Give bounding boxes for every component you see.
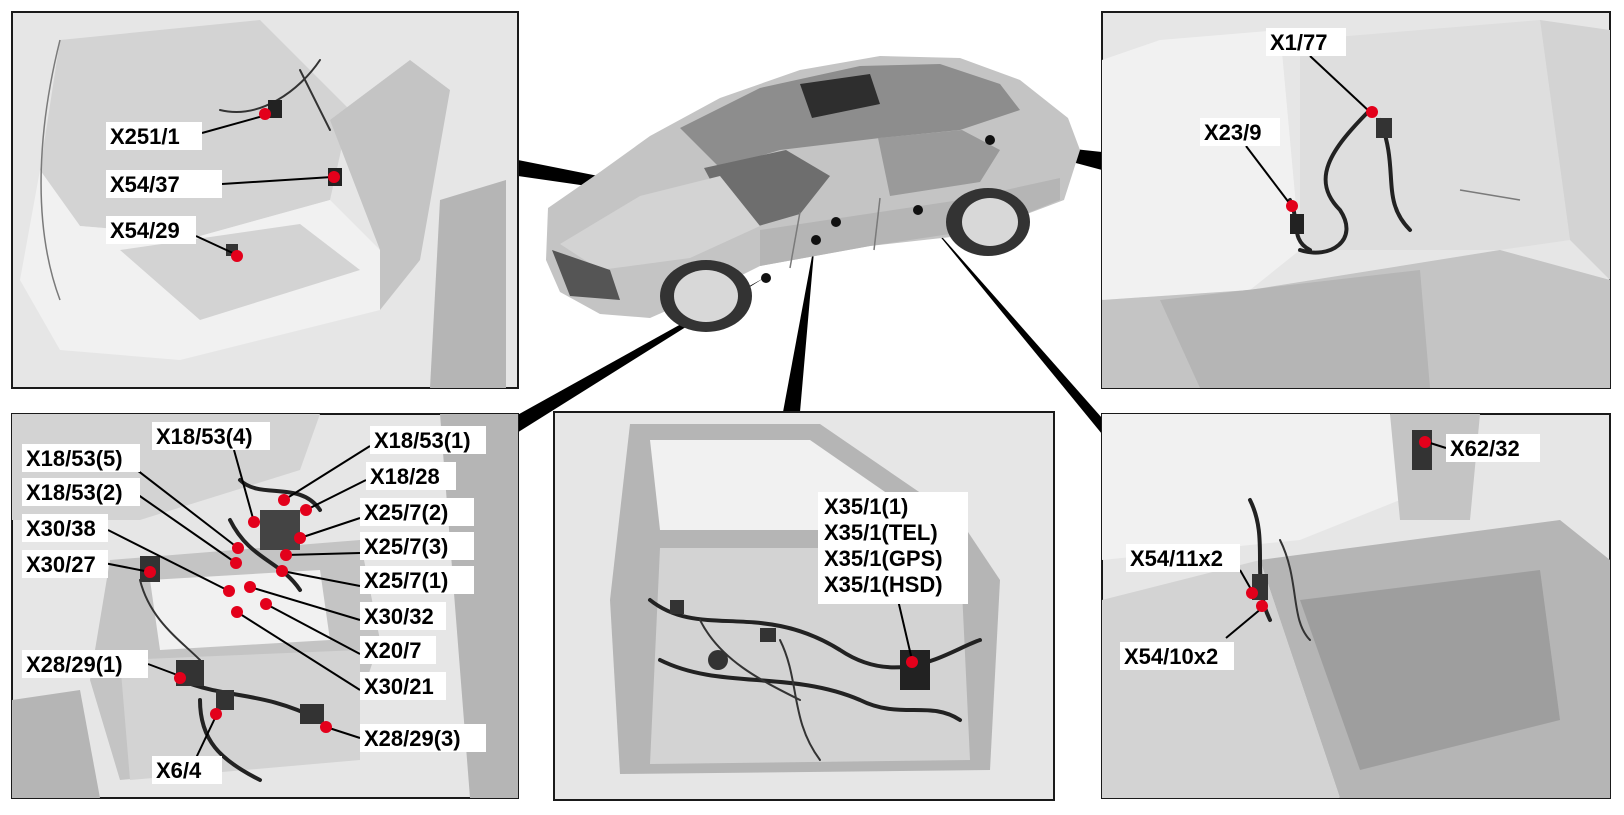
label-x25-7-2: X25/7(2)	[360, 498, 474, 526]
svg-text:X35/1(1): X35/1(1)	[824, 494, 908, 519]
connector-dot-x35-1[interactable]	[906, 656, 918, 668]
connector-dot-x23-9[interactable]	[1286, 200, 1298, 212]
panel-rear-seat-bottom-scene	[1102, 414, 1610, 798]
label-x18-53-2: X18/53(2)	[22, 478, 140, 506]
svg-text:X54/11x2: X54/11x2	[1130, 546, 1223, 571]
svg-text:X18/53(5): X18/53(5)	[26, 446, 123, 471]
connector-dot-x30-21[interactable]	[231, 606, 243, 618]
svg-text:X23/9: X23/9	[1204, 120, 1262, 145]
label-x35-1-group: X35/1(1) X35/1(TEL) X35/1(GPS) X35/1(HSD…	[818, 492, 968, 604]
wedge-rear-seat-bottom	[920, 212, 1102, 434]
connector-labels: X251/1 X54/37 X54/29 X1/77 X23/9 X18/53(…	[22, 28, 1540, 784]
connector-dot-x18-28[interactable]	[300, 504, 312, 516]
svg-text:X30/38: X30/38	[26, 516, 96, 541]
svg-text:X30/32: X30/32	[364, 604, 434, 629]
svg-text:X35/1(HSD): X35/1(HSD)	[824, 572, 943, 597]
svg-text:X251/1: X251/1	[110, 124, 180, 149]
connector-dot-x54-29[interactable]	[231, 250, 243, 262]
connector-dot-x20-7[interactable]	[260, 598, 272, 610]
panel-front-seat	[11, 11, 519, 389]
connector-dot-x28-29-1[interactable]	[174, 672, 186, 684]
svg-text:X18/53(4): X18/53(4)	[156, 424, 253, 449]
label-x28-29-3: X28/29(3)	[360, 724, 486, 752]
label-x18-53-5: X18/53(5)	[22, 444, 140, 472]
panel-rear-seat-top-scene	[1102, 20, 1610, 388]
connector-dot-x30-32[interactable]	[244, 581, 256, 593]
svg-text:X25/7(1): X25/7(1)	[364, 568, 448, 593]
panel-footwell-scene	[12, 414, 518, 798]
label-x30-38: X30/38	[22, 514, 108, 542]
vehicle-illustration	[546, 56, 1080, 332]
panel-door	[553, 411, 1055, 801]
connector-dot-x30-27[interactable]	[144, 566, 156, 578]
label-x18-53-4: X18/53(4)	[152, 422, 270, 450]
label-x20-7: X20/7	[360, 636, 436, 664]
connector-dot-x18-53-4[interactable]	[248, 516, 260, 528]
label-x62-32: X62/32	[1446, 434, 1540, 462]
svg-text:X30/21: X30/21	[364, 674, 434, 699]
connector-dot-x54-37[interactable]	[328, 171, 340, 183]
svg-text:X18/53(2): X18/53(2)	[26, 480, 123, 505]
connector-dot-x18-53-5[interactable]	[232, 542, 244, 554]
label-x23-9: X23/9	[1200, 118, 1280, 146]
label-x28-29-1: X28/29(1)	[22, 650, 148, 678]
connector-dot-x25-7-3[interactable]	[280, 549, 292, 561]
label-x6-4: X6/4	[152, 756, 222, 784]
svg-text:X35/1(GPS): X35/1(GPS)	[824, 546, 943, 571]
svg-text:X25/7(3): X25/7(3)	[364, 534, 448, 559]
svg-text:X54/29: X54/29	[110, 218, 180, 243]
connector-dot-x54-10x2[interactable]	[1256, 600, 1268, 612]
svg-text:X28/29(3): X28/29(3)	[364, 726, 461, 751]
leader-lines	[103, 55, 1447, 759]
label-x54-11x2: X54/11x2	[1126, 544, 1240, 572]
label-x25-7-1: X25/7(1)	[360, 566, 474, 594]
connector-dot-x6-4[interactable]	[210, 708, 222, 720]
svg-text:X62/32: X62/32	[1450, 436, 1520, 461]
connector-dot-x18-53-1[interactable]	[278, 494, 290, 506]
connector-dots	[144, 106, 1431, 733]
connector-dot-x30-38[interactable]	[223, 585, 235, 597]
svg-text:X6/4: X6/4	[156, 758, 202, 783]
svg-text:X1/77: X1/77	[1270, 30, 1328, 55]
connector-dot-x18-53-2[interactable]	[230, 557, 242, 569]
connector-dot-x25-7-2[interactable]	[294, 532, 306, 544]
label-x30-21: X30/21	[360, 672, 446, 700]
label-x1-77: X1/77	[1266, 28, 1346, 56]
label-x54-10x2: X54/10x2	[1120, 642, 1234, 670]
wedge-door	[783, 240, 815, 412]
label-x30-32: X30/32	[360, 602, 446, 630]
label-x30-27: X30/27	[22, 550, 108, 578]
label-x18-28: X18/28	[366, 462, 456, 490]
svg-text:X54/10x2: X54/10x2	[1124, 644, 1218, 669]
connector-dot-x25-7-1[interactable]	[276, 565, 288, 577]
connector-dot-x28-29-3[interactable]	[320, 721, 332, 733]
svg-text:X54/37: X54/37	[110, 172, 180, 197]
svg-text:X35/1(TEL): X35/1(TEL)	[824, 520, 938, 545]
label-x54-29: X54/29	[106, 216, 196, 244]
label-x251-1: X251/1	[106, 122, 202, 150]
panel-rear-seat-bottom	[1101, 413, 1611, 799]
label-x25-7-3: X25/7(3)	[360, 532, 474, 560]
panel-rear-seat-top	[1101, 11, 1611, 389]
connector-dot-x62-32[interactable]	[1419, 436, 1431, 448]
svg-text:X18/53(1): X18/53(1)	[374, 428, 471, 453]
svg-text:X25/7(2): X25/7(2)	[364, 500, 448, 525]
svg-text:X30/27: X30/27	[26, 552, 96, 577]
svg-text:X20/7: X20/7	[364, 638, 422, 663]
label-x18-53-1: X18/53(1)	[370, 426, 486, 454]
connector-dot-x1-77[interactable]	[1366, 106, 1378, 118]
svg-text:X28/29(1): X28/29(1)	[26, 652, 123, 677]
svg-text:X18/28: X18/28	[370, 464, 440, 489]
connector-dot-x251-1[interactable]	[259, 108, 271, 120]
connector-dot-x54-11x2[interactable]	[1246, 587, 1258, 599]
label-x54-37: X54/37	[106, 170, 222, 198]
